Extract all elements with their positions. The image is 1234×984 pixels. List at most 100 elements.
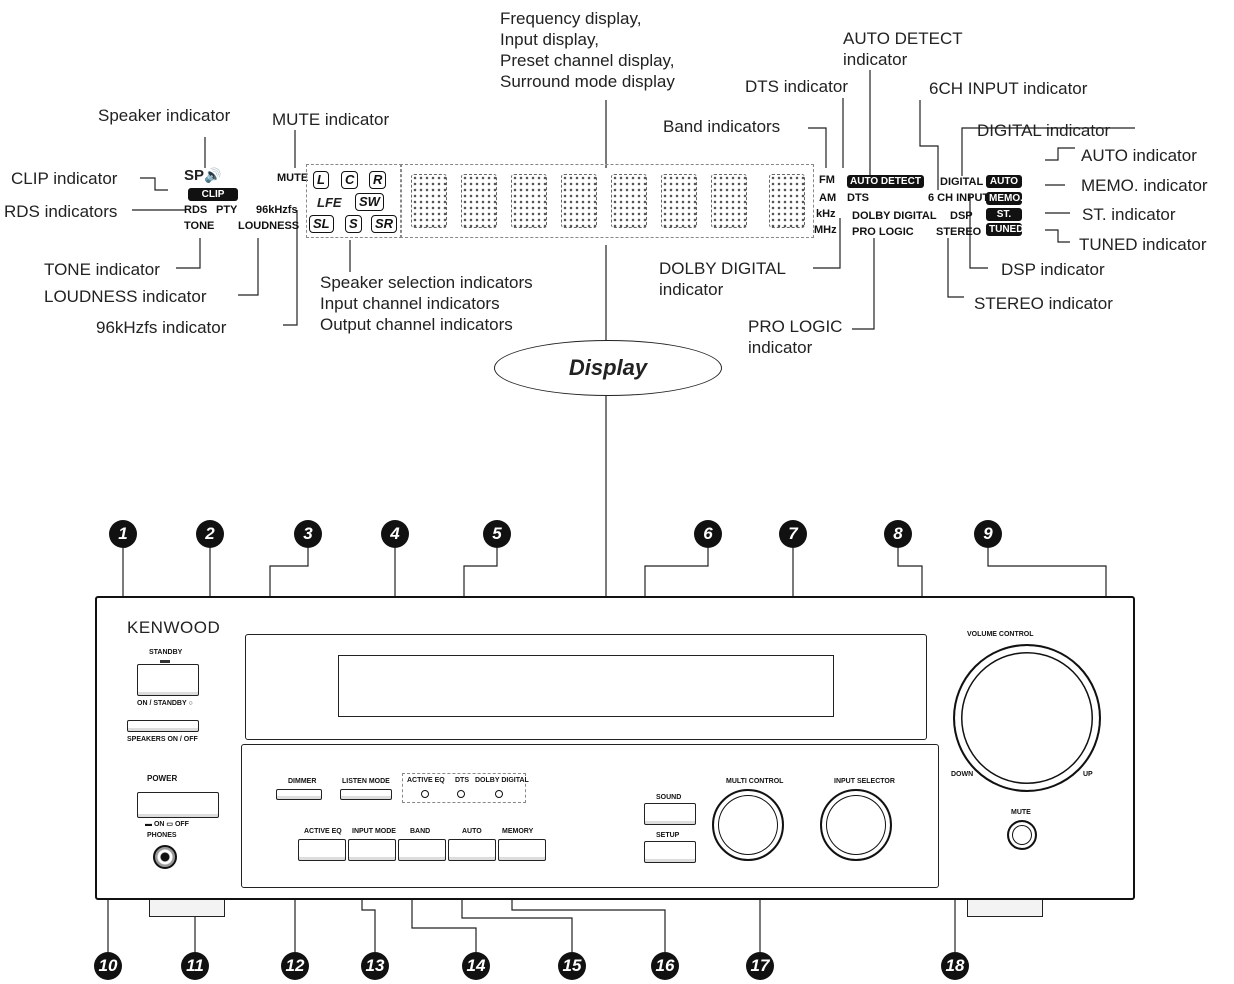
phones-jack[interactable] [153,845,177,869]
segment-digit [769,174,805,228]
channel-r: R [369,171,387,189]
standby-led [160,660,170,663]
marker-5: 5 [483,520,511,548]
display-oval-label: Display [494,340,722,396]
96khzfs-indicator-callout: 96kHzfs indicator [96,318,227,337]
frequency-display-callout: Frequency display, Input display, Preset… [500,8,675,92]
volume-control-label: VOLUME CONTROL [967,631,1034,638]
band-label: BAND [410,828,431,835]
multi-control-knob[interactable] [712,789,784,861]
am-indicator: AM [819,192,837,204]
dimmer-button[interactable] [276,789,322,800]
channel-l: L [313,171,329,189]
clip-indicator: CLIP [188,188,238,201]
memo-indicator-callout: MEMO. indicator [1081,176,1208,195]
96khzfs-indicator: 96kHzfs [256,204,298,216]
active-eq-led [421,790,429,798]
volume-control-knob[interactable] [953,644,1101,792]
power-on-off-label: ▬ ON ▭ OFF [145,821,189,828]
speakers-on-off-button[interactable] [127,720,199,732]
auto-button[interactable] [448,839,496,861]
stereo-indicator-callout: STEREO indicator [974,294,1113,313]
channel-s: S [345,215,362,233]
dts-led [457,790,465,798]
listen-mode-button[interactable] [340,789,392,800]
stereo-indicator: STEREO [936,226,982,238]
standby-label: STANDBY [149,649,183,656]
marker-12: 12 [281,952,309,980]
callout-line: Preset channel display, [500,51,675,70]
digital-indicator-callout: DIGITAL indicator [977,121,1111,140]
on-standby-button[interactable] [137,664,199,696]
dsp-indicator-callout: DSP indicator [1001,260,1105,279]
setup-label: SETUP [656,832,680,839]
active-eq-button[interactable] [298,839,346,861]
callout-line: Surround mode display [500,72,675,91]
indicator-led-box: ACTIVE EQ DTS DOLBY DIGITAL [402,773,529,803]
auto-label: AUTO [462,828,482,835]
segment-digit [661,174,697,228]
tone-indicator-callout: TONE indicator [44,260,160,279]
power-label: POWER [147,774,178,783]
marker-18: 18 [941,952,969,980]
callout-line: indicator [748,338,813,357]
segment-display [400,164,814,238]
dsp-indicator: DSP [950,210,973,222]
auto-indicator: AUTO [986,175,1022,188]
callout-line: AUTO DETECT [843,29,963,48]
callout-line: Speaker selection indicators [320,273,533,292]
marker-17: 17 [746,952,774,980]
volume-down-label: DOWN [951,771,974,778]
tuned-indicator-callout: TUNED indicator [1079,235,1207,254]
pty-indicator: PTY [216,204,238,216]
marker-14: 14 [462,952,490,980]
memory-button[interactable] [498,839,546,861]
mhz-indicator: MHz [814,224,837,236]
loudness-indicator-callout: LOUDNESS indicator [44,287,207,306]
channel-c: C [341,171,359,189]
band-button[interactable] [398,839,446,861]
tone-indicator: TONE [184,220,215,232]
speaker-selection-callout: Speaker selection indicators Input chann… [320,272,533,335]
brand-logo: KENWOOD [127,618,221,637]
input-selector-knob[interactable] [820,789,892,861]
st-indicator-callout: ST. indicator [1082,205,1176,224]
marker-1: 1 [109,520,137,548]
lcd-display: SP 🔊 CLIP RDS PTY TONE LOUDNESS MUTE 96k… [178,160,1058,240]
channel-sl: SL [309,215,334,233]
auto-indicator-callout: AUTO indicator [1081,146,1197,165]
channel-indicator-group: L C R LFE SW SL S SR [306,164,402,238]
sound-label: SOUND [656,794,682,801]
display-window [245,634,927,740]
callout-line: PRO LOGIC [748,317,843,336]
rds-indicators-callout: RDS indicators [4,202,118,221]
marker-6: 6 [694,520,722,548]
marker-4: 4 [381,520,409,548]
callout-line: Frequency display, [500,9,642,28]
on-standby-label: ON / STANDBY ○ [137,700,193,707]
dimmer-label: DIMMER [288,778,317,785]
khz-indicator: kHz [816,208,836,220]
control-area: DIMMER LISTEN MODE ACTIVE EQ DTS DOLBY D… [241,744,939,888]
multi-control-label: MULTI CONTROL [726,778,784,785]
pro-logic-indicator: PRO LOGIC [852,226,914,238]
digital-indicator: DIGITAL [940,176,984,188]
power-button[interactable] [137,792,219,818]
mute-label: MUTE [1011,809,1031,816]
input-mode-button[interactable] [348,839,396,861]
clip-indicator-callout: CLIP indicator [11,169,118,188]
sound-button[interactable] [644,803,696,825]
auto-detect-callout: AUTO DETECT indicator [843,28,963,70]
loudness-indicator: LOUDNESS [238,220,300,232]
volume-up-label: UP [1083,771,1093,778]
speakers-label: SPEAKERS ON / OFF [127,736,198,743]
dts-indicator: DTS [847,192,869,204]
fm-indicator: FM [819,174,835,186]
sp-indicator: SP [184,167,205,184]
marker-8: 8 [884,520,912,548]
mute-button[interactable] [1007,820,1037,850]
setup-button[interactable] [644,841,696,863]
marker-3: 3 [294,520,322,548]
segment-digit [611,174,647,228]
segment-digit [411,174,447,228]
